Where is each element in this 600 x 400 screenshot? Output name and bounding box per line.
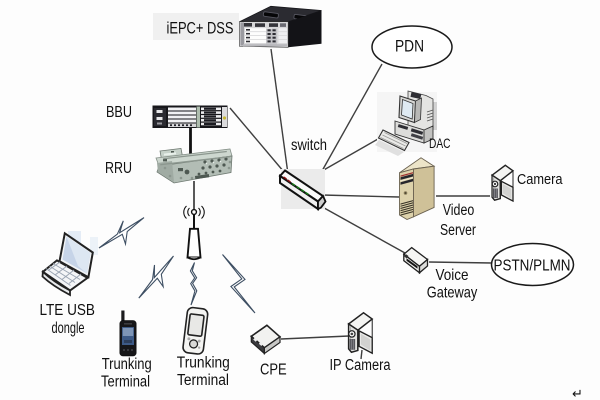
svg-text:dongle: dongle <box>52 320 85 337</box>
svg-text:Video: Video <box>443 202 475 219</box>
svg-text:switch: switch <box>291 137 327 154</box>
svg-text:Terminal: Terminal <box>177 372 229 389</box>
svg-text:PDN: PDN <box>395 38 424 56</box>
svg-text:IP Camera: IP Camera <box>330 357 391 374</box>
svg-text:Camera: Camera <box>517 171 563 188</box>
svg-text:Trunking: Trunking <box>177 355 230 372</box>
svg-text:iEPC+ DSS: iEPC+ DSS <box>167 20 234 38</box>
svg-text:Trunking: Trunking <box>102 356 152 373</box>
svg-text:DAC: DAC <box>429 135 451 151</box>
svg-text:Server: Server <box>440 222 476 239</box>
svg-text:↵: ↵ <box>572 386 583 400</box>
svg-text:Gateway: Gateway <box>427 285 478 302</box>
svg-text:RRU: RRU <box>105 160 132 177</box>
svg-text:PSTN/PLMN: PSTN/PLMN <box>494 258 571 275</box>
svg-text:Terminal: Terminal <box>101 374 150 391</box>
svg-text:CPE: CPE <box>260 362 287 379</box>
svg-text:Voice: Voice <box>436 267 469 284</box>
svg-text:LTE USB: LTE USB <box>39 302 95 319</box>
svg-text:BBU: BBU <box>106 104 132 121</box>
